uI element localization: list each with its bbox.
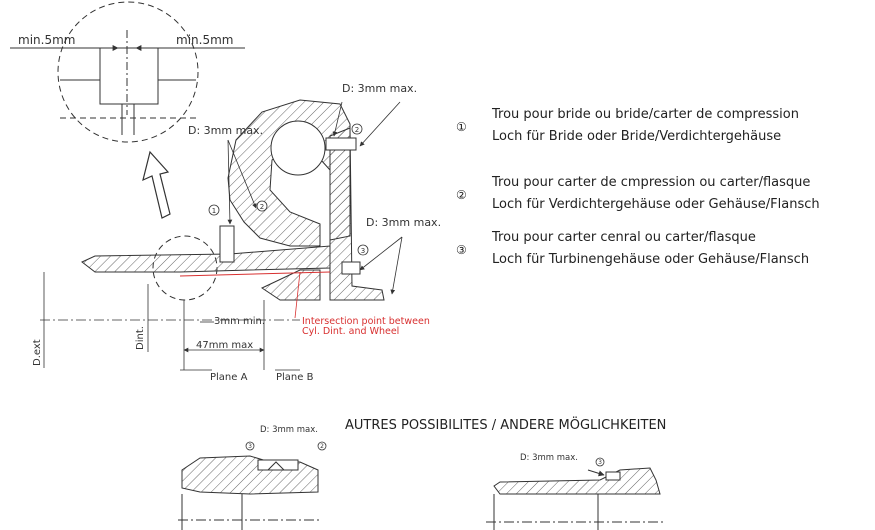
label-intersection-2: Cyl. Dint. and Wheel bbox=[302, 326, 399, 337]
main-section bbox=[81, 99, 385, 301]
inlet-plate bbox=[81, 245, 331, 273]
label-d-top: D: 3mm max. bbox=[342, 82, 417, 95]
marker-3: 3 bbox=[361, 247, 365, 255]
legend-1-de: Loch für Bride oder Bride/Verdichtergehä… bbox=[492, 129, 782, 144]
label-d-ext: D.ext bbox=[32, 339, 43, 366]
back-plate bbox=[329, 127, 385, 301]
legend-item-2: ② Trou pour carter de cmpression ou cart… bbox=[456, 172, 820, 216]
detail-circle bbox=[57, 1, 199, 143]
legend-num-3: ③ bbox=[456, 243, 467, 257]
legend-num-2: ② bbox=[456, 188, 467, 202]
magnify-arrow bbox=[142, 150, 171, 219]
dimension-lines bbox=[40, 101, 403, 371]
number-markers bbox=[208, 123, 369, 256]
legend-item-3: ③ Trou pour carter cenral ou carter/flas… bbox=[456, 227, 810, 271]
legend-2-de: Loch für Verdichtergehäuse oder Gehäuse/… bbox=[492, 197, 820, 212]
alt-right-d: D: 3mm max. bbox=[520, 453, 578, 463]
alt-left-d: D: 3mm max. bbox=[260, 425, 318, 435]
alt-left-marker-2: 2 bbox=[320, 443, 324, 450]
label-plane-a: Plane A bbox=[210, 372, 248, 383]
legend-1-fr: Trou pour bride ou bride/carter de compr… bbox=[492, 107, 799, 122]
label-d-mid-left: D: 3mm max. bbox=[188, 124, 263, 137]
alternative-right bbox=[486, 467, 664, 530]
detail-part bbox=[99, 47, 159, 105]
intersection-line bbox=[179, 271, 331, 277]
marker-2: 2 bbox=[260, 203, 264, 211]
legend-item-1: ① Trou pour bride ou bride/carter de com… bbox=[456, 104, 799, 148]
detail-min-left: min.5mm bbox=[18, 33, 75, 47]
label-mm-min: 3mm min. bbox=[214, 316, 265, 327]
detail-marker-circle bbox=[152, 235, 218, 301]
label-plane-b: Plane B bbox=[276, 372, 314, 383]
legend-3-de: Loch für Turbinengehäuse oder Gehäuse/Fl… bbox=[492, 252, 810, 267]
label-intersection-1: Intersection point between bbox=[302, 316, 430, 327]
label-47mm: 47mm max bbox=[196, 340, 253, 351]
alternative-left bbox=[178, 455, 320, 530]
legend-2-fr: Trou pour carter de cmpression ou carter… bbox=[492, 175, 811, 190]
label-d-int: Dint. bbox=[135, 326, 146, 350]
marker-2b: 2 bbox=[355, 126, 359, 134]
detail-magnified-view bbox=[10, 1, 245, 143]
legend-num-1: ① bbox=[456, 120, 467, 134]
label-d-right: D: 3mm max. bbox=[366, 216, 441, 229]
alt-left-marker-3: 3 bbox=[248, 443, 252, 450]
wheel-section bbox=[260, 269, 321, 301]
legend-3-fr: Trou pour carter cenral ou carter/flasqu… bbox=[492, 230, 756, 245]
alt-right-marker-3: 3 bbox=[598, 459, 602, 466]
marker-1: 1 bbox=[212, 207, 216, 215]
detail-min-right: min.5mm bbox=[176, 33, 233, 47]
alternatives-title: AUTRES POSSIBILITES / ANDERE MÖGLICHKEIT… bbox=[345, 418, 667, 433]
